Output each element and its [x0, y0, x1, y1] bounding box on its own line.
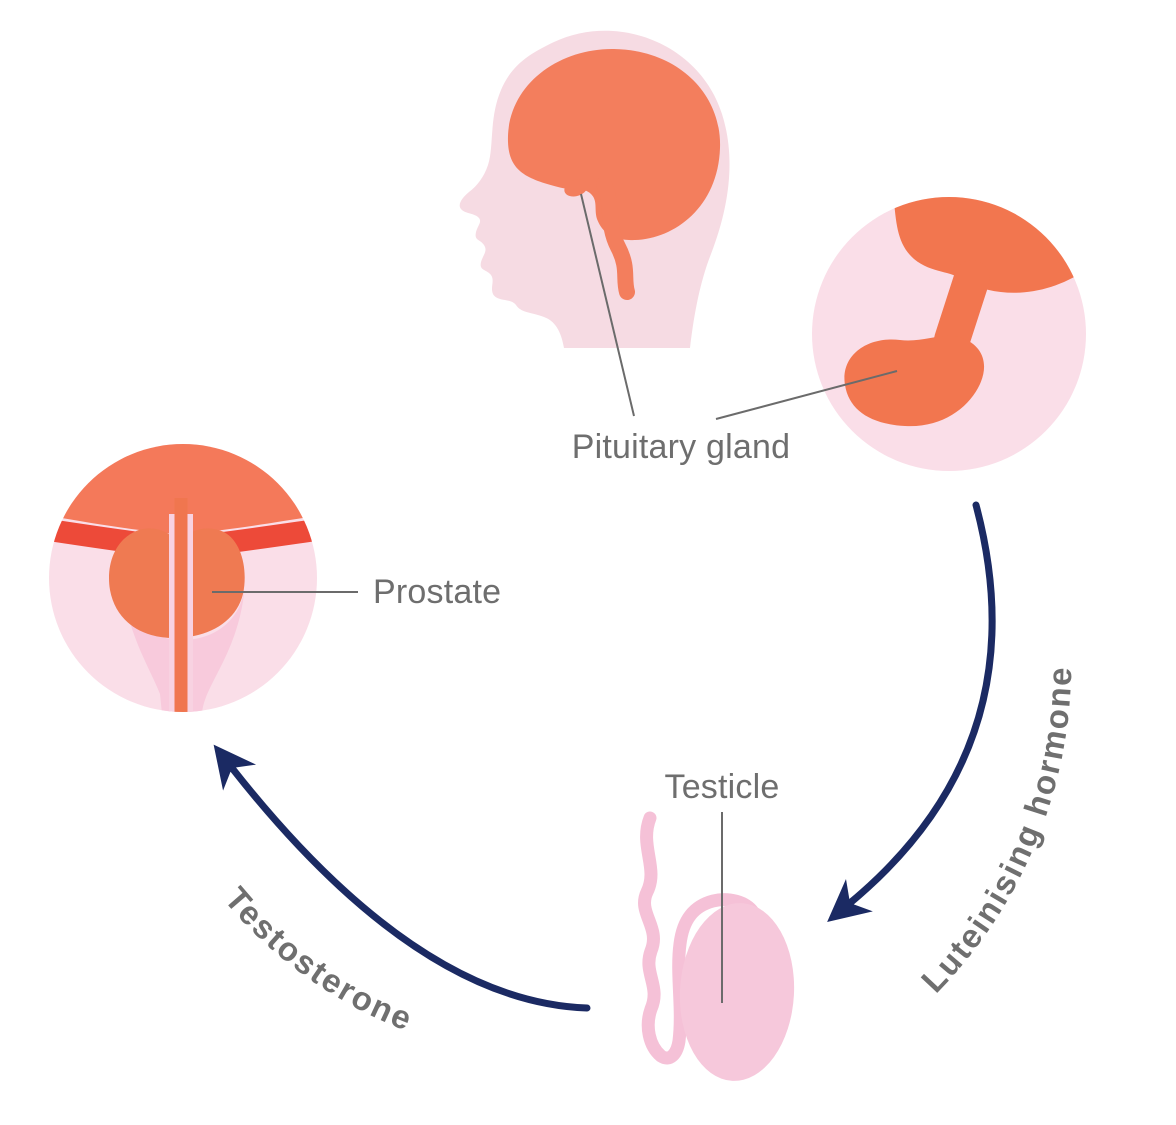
pituitary-closeup-circle [812, 197, 1086, 471]
testicle-label: Testicle [664, 768, 780, 806]
head-silhouette-illustration [459, 30, 730, 349]
testicle-illustration [638, 811, 795, 1081]
pituitary-stalk [934, 260, 990, 358]
cycle-arrows [213, 501, 996, 1012]
brain-icon [507, 48, 721, 241]
spermatic-cord-icon [638, 811, 763, 1065]
testosterone-curved-label: Testosterone [218, 880, 419, 1038]
pituitary-gland-label: Pituitary gland [571, 428, 791, 466]
pituitary-lower-lobe [844, 335, 985, 427]
pituitary-leader-line-head [580, 193, 635, 417]
leader-lines [212, 193, 898, 1003]
pituitary-leader-line-closeup [715, 370, 898, 420]
prostate-closeup-circle [49, 444, 317, 712]
luteinising-hormone-arrow [827, 501, 996, 923]
prostate-label: Prostate [373, 573, 502, 611]
pituitary-top-lobe [888, 197, 1086, 293]
brain-stem-icon [596, 176, 635, 300]
testosterone-arrow [213, 744, 591, 1012]
luteinising-hormone-curved-label: Luteinising hormone [914, 665, 1078, 999]
pituitary-gland-in-head-icon [564, 179, 588, 197]
testicle-icon [679, 903, 795, 1081]
